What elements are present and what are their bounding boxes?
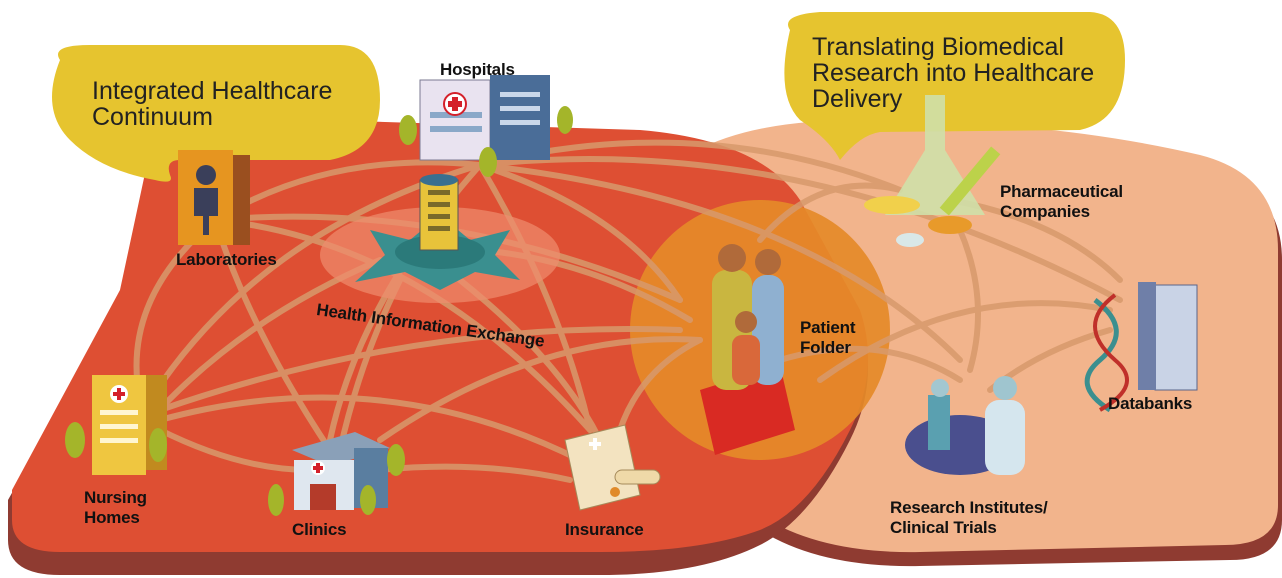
hie-hub-icon — [320, 174, 560, 303]
connection-nursing-clinics — [157, 427, 313, 473]
nursing-cross-h — [113, 392, 125, 396]
dna-helix-strand — [1093, 293, 1129, 412]
pill-3 — [896, 233, 924, 247]
connection-nursing-insurance — [157, 394, 583, 463]
hie-tower-top — [420, 174, 458, 186]
databank-icon — [1084, 282, 1198, 413]
hospital-tree-2 — [557, 106, 573, 134]
hospital-windows-4 — [500, 106, 540, 111]
hospital-cross-h — [448, 101, 462, 107]
skull-icon — [196, 165, 216, 185]
clinic-tree-2 — [387, 444, 405, 476]
nursing-tree-2 — [149, 428, 167, 462]
patient-family-icon — [700, 244, 795, 455]
spine-icon — [203, 215, 209, 235]
clinic-cross-h — [313, 466, 323, 470]
hospital-tree-1 — [399, 115, 417, 145]
connection-insurance-patient — [617, 337, 703, 433]
microscope-icon — [928, 395, 950, 450]
label-patient-folder: Patient Folder — [800, 318, 856, 357]
label-insurance: Insurance — [565, 520, 644, 539]
researcher-figure — [985, 400, 1025, 475]
connection-hospital-insurance — [477, 162, 593, 433]
syringe-icon — [939, 146, 1001, 216]
connection-hospital-research — [477, 162, 963, 363]
clinic-icon — [268, 432, 405, 516]
connection-nursing-patient — [157, 326, 683, 413]
label-nursing-homes: Nursing Homes — [84, 488, 147, 527]
nursing-tree-1 — [65, 422, 85, 458]
insurance-cross-h — [589, 442, 601, 446]
nursing-window-2 — [100, 424, 138, 429]
hie-tower-window-2 — [428, 202, 450, 207]
hospital-windows-2 — [430, 126, 482, 132]
label-clinics: Clinics — [292, 520, 347, 539]
pill-2 — [928, 216, 972, 234]
connection-hospital-databanks — [477, 156, 1123, 303]
hie-tower-window-4 — [428, 226, 450, 231]
connection-lab-clinics — [212, 217, 333, 453]
hospital-wing-right — [490, 75, 550, 160]
researcher-head — [993, 376, 1017, 400]
clinic-roof — [292, 432, 390, 466]
server-side — [1138, 282, 1156, 390]
child-head — [735, 311, 757, 333]
insurance-scroll — [564, 424, 641, 511]
insurance-roll — [614, 469, 661, 485]
father-head — [718, 244, 746, 272]
child-figure — [732, 335, 760, 385]
pharma-icon — [864, 95, 1001, 247]
mother-head — [755, 249, 781, 275]
bubble-left — [52, 45, 380, 182]
bubble-right — [784, 12, 1125, 160]
clinic-door — [310, 484, 336, 510]
nursing-window-1 — [100, 410, 138, 415]
connection-hie-clinics — [337, 277, 403, 453]
microscope-eyes — [931, 379, 949, 397]
label-databanks: Databanks — [1108, 394, 1193, 413]
ribcage-icon — [194, 188, 218, 216]
hospital-tree-3 — [479, 147, 497, 177]
server-front — [1154, 284, 1198, 391]
connection-clinics-patient — [377, 336, 703, 443]
connection-patient-pharma — [757, 182, 903, 243]
nursing-home-icon — [65, 375, 167, 475]
connection-pharma-research — [957, 227, 981, 373]
connection-hospital-patient — [477, 162, 683, 303]
bubble-right-text: Translating Biomedical Research into Hea… — [812, 33, 1095, 113]
label-pharma: Pharmaceutical Companies — [1000, 182, 1123, 221]
hospital-icon — [399, 75, 573, 177]
research-institute-icon — [905, 376, 1025, 475]
lab-side — [232, 155, 250, 245]
connection-patient-research — [777, 345, 963, 383]
label-research: Research Institutes/ Clinical Trials — [890, 498, 1048, 537]
laboratory-icon — [178, 150, 250, 245]
label-laboratories: Laboratories — [176, 250, 277, 269]
insurance-seal — [610, 487, 620, 497]
hie-center-ring — [395, 235, 485, 269]
pill-1 — [864, 196, 920, 214]
insurance-document-icon — [564, 424, 661, 511]
clinic-tree-1 — [268, 484, 284, 516]
bubble-left-text: Integrated Healthcare Continuum — [92, 77, 333, 131]
nursing-window-3 — [100, 438, 138, 443]
dna-helix-icon — [1084, 298, 1119, 413]
hospital-windows-5 — [500, 120, 540, 125]
hie-tower-window-1 — [428, 190, 450, 195]
hie-tower-window-3 — [428, 214, 450, 219]
connection-patient-databanks — [817, 300, 1113, 383]
label-hospitals: Hospitals — [440, 60, 515, 79]
clinic-tree-3 — [360, 485, 376, 515]
hospital-windows-3 — [500, 92, 540, 97]
